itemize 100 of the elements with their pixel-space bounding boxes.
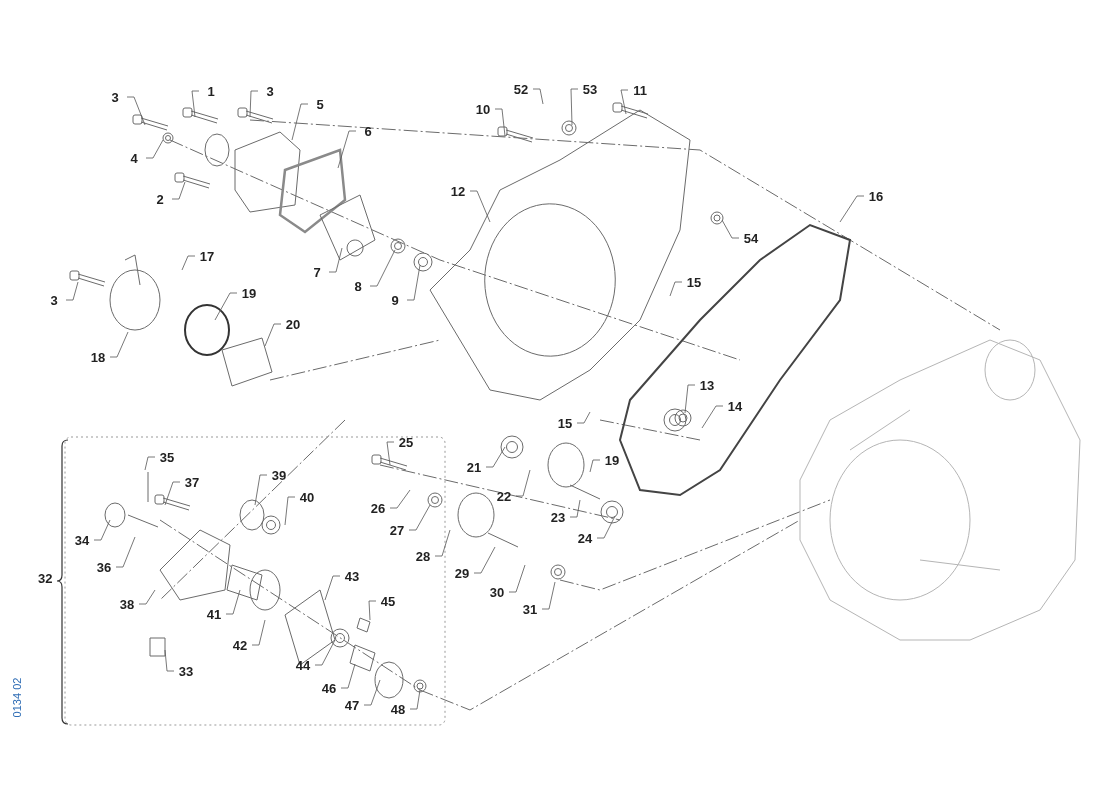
leader-line	[406, 264, 421, 301]
leader-line	[291, 103, 309, 141]
leader-line	[570, 88, 579, 126]
callout-number: 41	[202, 605, 226, 623]
leader-line	[839, 195, 865, 223]
callout-number: 54	[739, 229, 763, 247]
callout-number: 19	[237, 284, 261, 302]
leader-line	[389, 489, 411, 509]
callout-number: 17	[195, 247, 219, 265]
leader-line	[386, 441, 395, 466]
leader-line	[65, 281, 79, 301]
callout-number: 34	[70, 531, 94, 549]
leader-line	[191, 90, 200, 118]
leader-line	[249, 90, 259, 118]
leader-line	[328, 247, 343, 273]
leader-line	[337, 130, 357, 169]
leader-line	[181, 255, 196, 271]
callout-number: 28	[411, 547, 435, 565]
callout-number: 38	[115, 595, 139, 613]
leader-line	[314, 639, 336, 666]
drawing-number: 0134 02	[12, 677, 24, 718]
callout-number: 42	[228, 636, 252, 654]
callout-number: 18	[86, 348, 110, 366]
leader-line	[126, 96, 146, 126]
callout-number: 22	[492, 487, 516, 505]
leader-line	[138, 589, 156, 605]
leader-line	[541, 581, 556, 610]
leader-line	[485, 446, 506, 468]
leader-line	[214, 292, 238, 321]
leader-line	[144, 456, 156, 471]
leader-line	[494, 108, 506, 137]
callout-number: 46	[317, 679, 341, 697]
callout-number: 15	[682, 273, 706, 291]
leader-line	[620, 89, 629, 115]
callout-number: 13	[695, 376, 719, 394]
leader-line	[589, 459, 601, 473]
callout-number: 14	[723, 397, 747, 415]
callout-number: 3	[42, 291, 66, 309]
leader-line	[473, 546, 496, 574]
callout-number: 9	[383, 291, 407, 309]
callout-number: 48	[386, 700, 410, 718]
callout-number: 2	[148, 190, 172, 208]
callout-number: 45	[376, 592, 400, 610]
leader-line	[145, 139, 164, 159]
callout-number: 27	[385, 521, 409, 539]
leader-line	[532, 88, 544, 105]
callout-number: 4	[122, 149, 146, 167]
callout-number: 33	[174, 662, 198, 680]
leader-line	[164, 481, 181, 506]
leader-line	[515, 469, 531, 497]
leader-line	[701, 405, 724, 429]
callout-number: 31	[518, 600, 542, 618]
callout-number: 47	[340, 696, 364, 714]
callout-number: 5	[308, 95, 332, 113]
leader-line	[324, 575, 341, 601]
leader-line	[368, 600, 377, 621]
leader-line	[409, 689, 421, 710]
leader-line	[669, 281, 683, 297]
callout-number: 40	[295, 488, 319, 506]
callout-number: 11	[628, 81, 652, 99]
callout-number: 44	[291, 656, 315, 674]
leader-line	[596, 515, 616, 539]
callout-number: 23	[546, 508, 570, 526]
leader-line	[569, 499, 581, 518]
callout-number: 7	[305, 263, 329, 281]
callout-number: 19	[600, 451, 624, 469]
leader-line	[93, 519, 111, 541]
callout-number: 3	[258, 82, 282, 100]
leader-line	[171, 181, 186, 200]
callout-number: 15	[553, 414, 577, 432]
callout-number: 10	[471, 100, 495, 118]
callout-number: 16	[864, 187, 888, 205]
callout-number: 8	[346, 277, 370, 295]
callout-number: 43	[340, 567, 364, 585]
callout-number: 30	[485, 583, 509, 601]
callout-number: 24	[573, 529, 597, 547]
leader-line	[369, 249, 396, 287]
callout-number: 21	[462, 458, 486, 476]
callout-number: 1	[199, 82, 223, 100]
callout-number: 12	[446, 182, 470, 200]
callout-number: 29	[450, 564, 474, 582]
leader-line	[225, 589, 241, 615]
callout-number: 37	[180, 473, 204, 491]
callout-number: 52	[509, 80, 533, 98]
leader-line	[684, 384, 696, 414]
callout-number: 20	[281, 315, 305, 333]
callout-number: 3	[103, 88, 127, 106]
callout-number: 36	[92, 558, 116, 576]
callout-number: 53	[578, 80, 602, 98]
leader-line	[340, 663, 356, 689]
callout-number: 25	[394, 433, 418, 451]
leader-line	[251, 619, 266, 646]
leader-line	[363, 679, 381, 706]
leader-line	[408, 504, 431, 531]
callout-number: 39	[267, 466, 291, 484]
callout-number: 35	[155, 448, 179, 466]
leader-line	[576, 411, 591, 424]
leader-line	[284, 496, 296, 526]
callout-number: 26	[366, 499, 390, 517]
leader-line	[254, 474, 268, 506]
